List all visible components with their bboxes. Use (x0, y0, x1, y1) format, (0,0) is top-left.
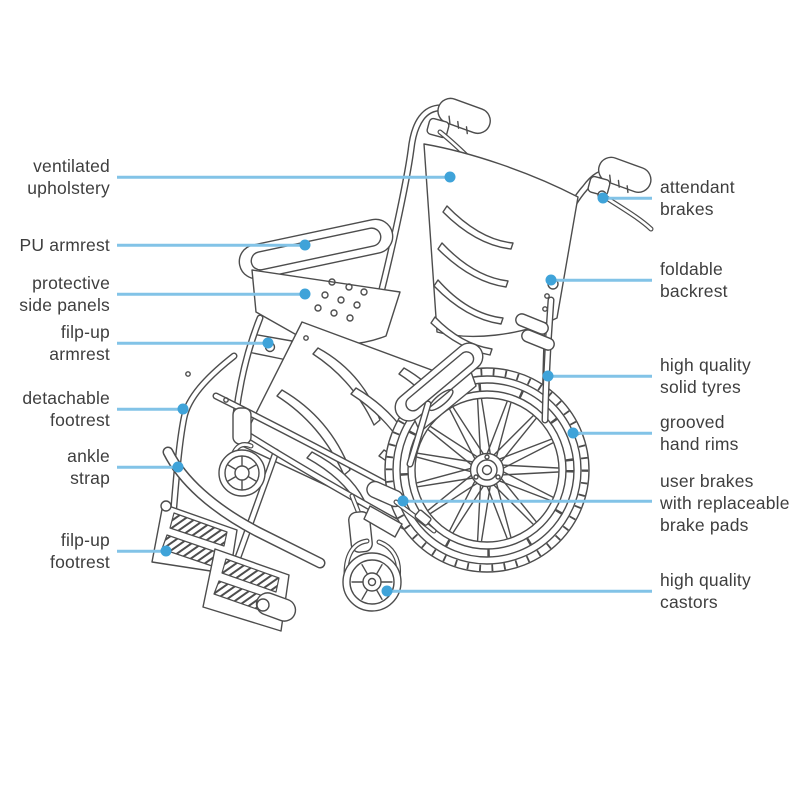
label-attendant-brakes: attendant brakes (660, 176, 735, 220)
leader-dot (397, 495, 409, 507)
castor-front (342, 493, 402, 612)
label-line: ankle (67, 446, 110, 466)
armrest-near (238, 218, 394, 280)
leader-line (403, 499, 652, 503)
hand-rim-grooves (385, 368, 589, 572)
leader-dot (444, 171, 456, 183)
seat-slat (312, 347, 381, 426)
label-detachable-footrest: detachable footrest (22, 387, 110, 431)
label-line: high quality (660, 570, 751, 590)
label-grooved-hand-rims: grooved hand rims (660, 411, 739, 455)
leader-dot (262, 337, 274, 349)
wheel-spokes (416, 398, 559, 542)
backrest-panel (423, 143, 579, 356)
label-ankle-strap: ankle strap (67, 445, 110, 489)
leader-line (117, 292, 305, 296)
tyre (399, 382, 575, 558)
leader-line (603, 196, 652, 200)
label-line: strap (70, 468, 110, 488)
label-line: upholstery (27, 178, 110, 198)
label-line: foldable (660, 259, 723, 279)
label-line: solid tyres (660, 377, 741, 397)
label-line: with replaceable (660, 493, 790, 513)
backrest-slat (442, 205, 514, 250)
leader-dot (177, 403, 189, 415)
leader-line (117, 341, 268, 345)
anti-tip-bars (515, 313, 555, 351)
label-user-brakes: user brakes with replaceable brake pads (660, 470, 790, 536)
leader-line (551, 278, 652, 282)
leader-dot (299, 239, 311, 251)
leader-line (387, 589, 652, 593)
label-line: footrest (50, 552, 110, 572)
label-line: attendant (660, 177, 735, 197)
leader-dot (567, 427, 579, 439)
leader-dot (542, 370, 554, 382)
leader-dot (381, 585, 393, 597)
label-protective-side-panels: protective side panels (19, 272, 110, 316)
label-line: filp-up (60, 322, 110, 342)
side-panel-near (232, 269, 401, 418)
label-line: hand rims (660, 434, 739, 454)
label-line: footrest (50, 410, 110, 430)
label-ventilated-upholstery: ventilated upholstery (27, 155, 110, 199)
label-flip-up-footrest: filp-up footrest (50, 529, 110, 573)
label-line: side panels (19, 295, 110, 315)
leader-line (117, 465, 178, 469)
armrest-far (394, 342, 484, 468)
label-line: high quality (660, 355, 751, 375)
ankle-strap-band (162, 446, 326, 569)
label-line: backrest (660, 281, 728, 301)
label-line: filp-up (60, 530, 110, 550)
castor-side (218, 407, 266, 497)
leader-dot (545, 274, 557, 286)
footplate-lower (202, 548, 297, 632)
label-pu-armrest: PU armrest (20, 234, 110, 256)
label-line: detachable (22, 388, 110, 408)
leader-line (573, 431, 652, 435)
label-line: castors (660, 592, 718, 612)
leader-line (117, 549, 166, 553)
leader-line (117, 175, 450, 179)
label-line: brakes (660, 199, 714, 219)
leader-dot (172, 461, 184, 473)
label-line: grooved (660, 412, 725, 432)
label-line: user brakes (660, 471, 754, 491)
leader-line (117, 407, 183, 411)
leader-dot (160, 545, 172, 557)
label-line: PU armrest (19, 235, 110, 255)
leader-dot (597, 192, 609, 204)
label-flip-up-armrest: filp-up armrest (49, 321, 110, 365)
leader-dot (299, 288, 311, 300)
label-foldable-backrest: foldable backrest (660, 258, 728, 302)
leader-line (117, 243, 305, 247)
label-line: ventilated (33, 156, 110, 176)
label-high-quality-castors: high quality castors (660, 569, 751, 613)
label-line: protective (32, 273, 110, 293)
leader-line (548, 374, 652, 378)
backrest-slat (437, 242, 509, 288)
label-high-quality-solid-tyres: high quality solid tyres (660, 354, 751, 398)
backrest-slat (433, 279, 504, 325)
label-line: brake pads (660, 515, 749, 535)
label-line: armrest (49, 344, 110, 364)
